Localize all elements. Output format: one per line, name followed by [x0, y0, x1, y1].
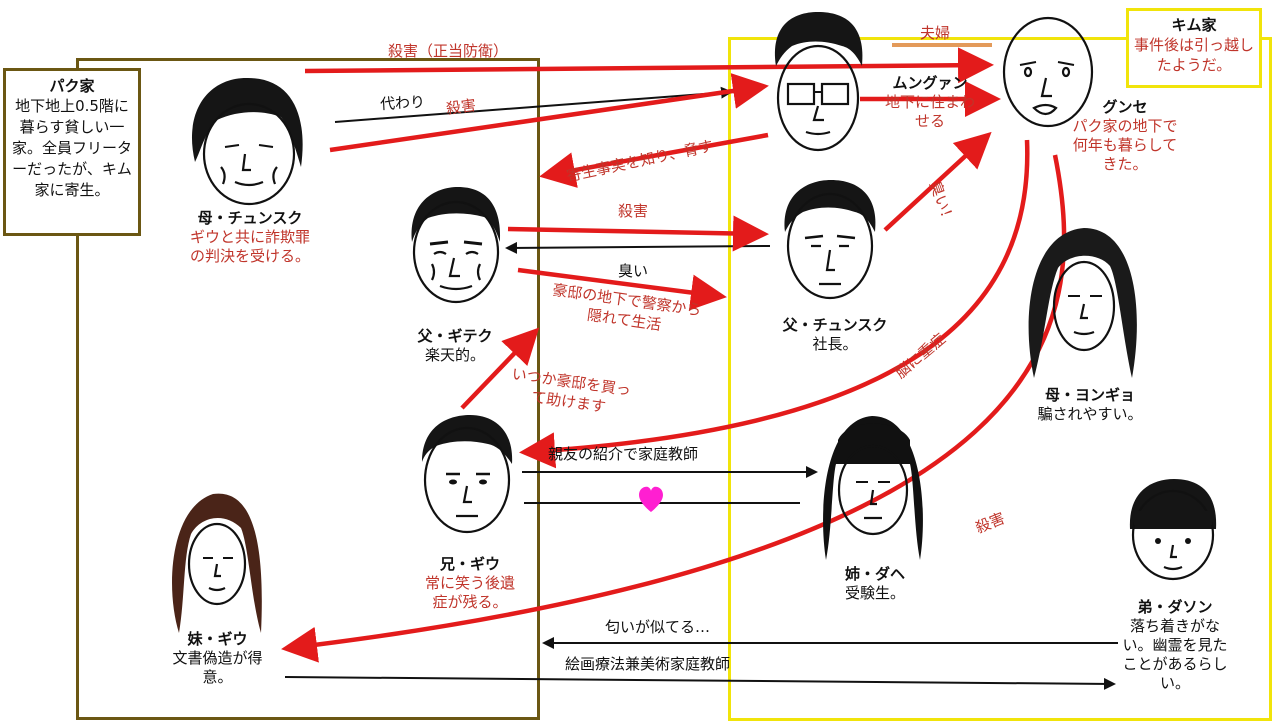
person-husband: グンセ パク家の地下で何年も暮らしてきた。 — [1070, 96, 1180, 174]
edge-label-kill-1: 殺害 — [444, 95, 478, 118]
person-name: 妹・ギウ — [187, 630, 248, 648]
portrait-father-kim — [411, 187, 501, 304]
person-description: 文書偽造が得意。 — [172, 649, 263, 686]
arrow-someday — [460, 327, 540, 410]
portrait-son-kim — [422, 415, 513, 534]
person-housekeeper: ムングァン 地下に住まわせる — [875, 72, 985, 131]
edge-label-smell-similar: 匂いが似てる… — [605, 618, 711, 636]
person-description: 社長。 — [812, 335, 858, 353]
arrow-smell-1 — [517, 267, 727, 311]
kim-family-title: キム家 — [1171, 16, 1217, 34]
edge-label-couple: 夫婦 — [920, 24, 951, 42]
portrait-father-park — [784, 180, 876, 300]
park-family-group-box — [76, 58, 540, 720]
edge-label-tutor: 親友の紹介で家庭教師 — [548, 445, 699, 463]
arrow-kill-2 — [507, 215, 769, 252]
person-mother-kim: 母・チュンスク ギウと共に詐欺罪の判決を受ける。 — [180, 207, 320, 266]
kim-family-label-box: キム家 事件後は引っ越したようだ。 — [1126, 8, 1262, 88]
person-description: 騙されやすい。 — [1037, 405, 1143, 423]
arrow-art-tutor — [284, 676, 1116, 690]
person-name: ムングァン — [892, 74, 968, 92]
person-description: 地下に住まわせる — [884, 93, 975, 130]
person-name: 父・ギテク — [417, 327, 493, 345]
kim-family-description: 事件後は引っ越したようだ。 — [1133, 36, 1254, 74]
person-name: 父・チュンスク — [782, 316, 888, 334]
person-name: 母・チュンスク — [197, 209, 303, 227]
arrow-father-park-to-father-kim — [505, 241, 771, 254]
park-family-label-box: パク家 地下地上0.5階に暮らす貧しい一家。全員フリーターだったが、キム家に寄生… — [3, 68, 141, 236]
person-name: 姉・ダヘ — [844, 565, 905, 583]
edge-label-art-tutor: 絵画療法兼美術家庭教師 — [565, 655, 731, 673]
arrow-threaten — [539, 132, 769, 188]
person-father-kim: 父・ギテク 楽天的。 — [395, 325, 515, 365]
person-description: 落ち着きがない。幽霊を見たことがあるらしい。 — [1122, 617, 1228, 692]
park-family-description: 地下地上0.5階に暮らす貧しい一家。全員フリーターだったが、キム家に寄生。 — [11, 97, 132, 199]
edge-label-self-defense: 殺害（正当防衛） — [388, 42, 509, 60]
portrait-son-park — [1129, 479, 1217, 581]
person-daughter-kim: 妹・ギウ 文書偽造が得意。 — [150, 628, 285, 687]
park-family-title: パク家 — [49, 77, 95, 95]
person-name: 兄・ギウ — [439, 555, 500, 573]
arrow-kill-1 — [329, 73, 769, 153]
portrait-daughter-kim — [172, 493, 262, 633]
person-description: 受験生。 — [844, 584, 905, 602]
arrow-self-defense — [304, 47, 994, 84]
edge-label-replace: 代わり — [379, 92, 426, 114]
portrait-housekeeper — [775, 12, 863, 152]
heart-icon — [639, 486, 663, 512]
person-father-park: 父・チュンスク 社長。 — [760, 314, 910, 354]
arrow-smell-2 — [883, 131, 992, 232]
person-description: 楽天的。 — [424, 346, 485, 364]
portrait-mother-kim — [191, 77, 303, 206]
person-description: パク家の地下で何年も暮らしてきた。 — [1072, 117, 1178, 173]
person-name: 母・ヨンギョ — [1044, 386, 1135, 404]
arrow-brain — [519, 139, 1030, 469]
person-description: 常に笑う後遺症が残る。 — [424, 574, 515, 611]
portrait-mother-park — [1028, 228, 1137, 378]
person-mother-park: 母・ヨンギョ 騙されやすい。 — [1020, 384, 1160, 424]
portrait-daughter-park — [823, 416, 923, 560]
person-description: ギウと共に詐欺罪の判決を受ける。 — [189, 228, 310, 265]
person-son-park: 弟・ダソン 落ち着きがない。幽霊を見たことがあるらしい。 — [1112, 596, 1238, 693]
person-name: 弟・ダソン — [1137, 598, 1213, 616]
arrow-replace — [334, 86, 733, 123]
edge-label-smell-1: 臭い — [618, 262, 649, 280]
edge-label-kill-2: 殺害 — [618, 202, 649, 220]
person-son-kim: 兄・ギウ 常に笑う後遺症が残る。 — [410, 553, 530, 612]
person-daughter-park: 姉・ダヘ 受験生。 — [815, 563, 935, 603]
person-name: グンセ — [1102, 98, 1148, 116]
portrait-husband — [1002, 16, 1094, 128]
